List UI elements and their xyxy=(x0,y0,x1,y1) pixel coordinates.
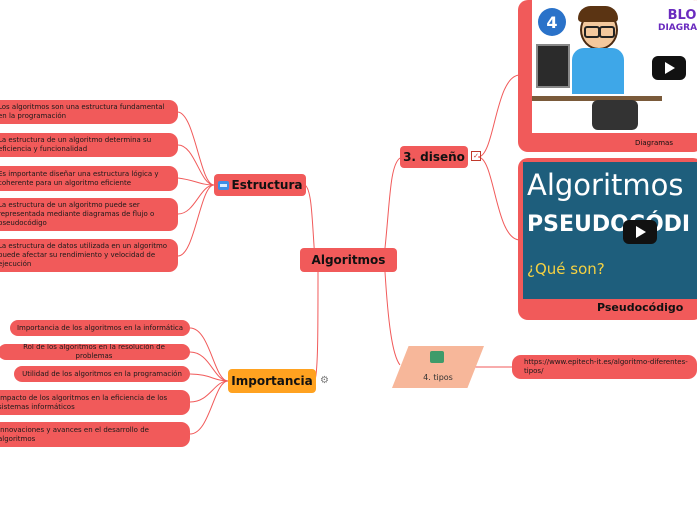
video-title-2: PSEUDOCÓDI xyxy=(527,212,691,237)
laptop-icon xyxy=(430,351,444,363)
diseno-node[interactable]: 3. diseño xyxy=(400,146,468,168)
video-card-diagramas[interactable]: 4 BLO DIAGRAM Diagramas xyxy=(518,0,697,152)
number-badge: 4 xyxy=(538,8,566,36)
estructura-item[interactable]: Los algoritmos son una estructura fundam… xyxy=(0,100,178,124)
video-caption: Diagramas xyxy=(635,139,673,147)
central-node[interactable]: Algoritmos xyxy=(300,248,397,272)
importancia-item[interactable]: Utilidad de los algoritmos en la program… xyxy=(14,366,190,382)
note-icon xyxy=(217,180,229,190)
play-button[interactable] xyxy=(623,220,657,244)
importancia-item[interactable]: Rol de los algoritmos en la resolución d… xyxy=(0,344,190,360)
central-label: Algoritmos xyxy=(311,253,386,267)
video-card-pseudocodigo[interactable]: Algoritmos PSEUDOCÓDI ¿Qué son? Pseudocó… xyxy=(518,158,697,320)
diseno-label: 3. diseño xyxy=(403,150,465,164)
link-item[interactable]: https://www.epitech-it.es/algoritmo-dife… xyxy=(512,355,697,379)
estructura-item[interactable]: Es importante diseñar una estructura lóg… xyxy=(0,166,178,191)
checkbox-icon: ✓ xyxy=(471,151,481,161)
video-title: BLO DIAGRAM xyxy=(657,8,697,33)
estructura-node[interactable]: Estructura xyxy=(214,174,306,196)
video-thumbnail[interactable]: Algoritmos PSEUDOCÓDI ¿Qué son? xyxy=(523,162,697,299)
estructura-item[interactable]: La estructura de un algoritmo determina … xyxy=(0,133,178,157)
importancia-label: Importancia xyxy=(231,374,313,388)
importancia-node[interactable]: Importancia xyxy=(228,369,316,393)
tipos-node[interactable]: 4. tipos xyxy=(392,346,484,388)
estructura-item[interactable]: La estructura de datos utilizada en un a… xyxy=(0,239,178,272)
importancia-item[interactable]: Importancia de los algoritmos en la info… xyxy=(10,320,190,336)
video-subtitle: ¿Qué son? xyxy=(527,260,605,278)
tipos-label: 4. tipos xyxy=(423,373,453,382)
video-thumbnail[interactable]: 4 BLO DIAGRAM xyxy=(532,0,697,133)
estructura-item[interactable]: La estructura de un algoritmo puede ser … xyxy=(0,198,178,231)
video-title: Algoritmos xyxy=(527,168,684,202)
video-caption: Pseudocódigo xyxy=(597,301,684,314)
estructura-label: Estructura xyxy=(231,178,303,192)
gears-icon: ⚙ xyxy=(320,375,329,386)
importancia-item[interactable]: Innovaciones y avances en el desarrollo … xyxy=(0,422,190,447)
importancia-item[interactable]: Impacto de los algoritmos en la eficienc… xyxy=(0,390,190,415)
play-button[interactable] xyxy=(652,56,686,80)
